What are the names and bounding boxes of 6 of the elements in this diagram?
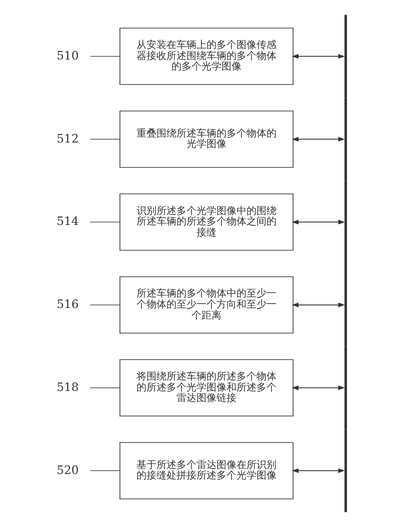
node-text: 516: [56, 297, 79, 311]
node-text: 512: [56, 131, 79, 146]
node-text: 510: [56, 48, 79, 62]
node-text: 518: [56, 380, 79, 394]
node-text: 520: [56, 462, 79, 477]
node-text: 514: [56, 214, 79, 228]
